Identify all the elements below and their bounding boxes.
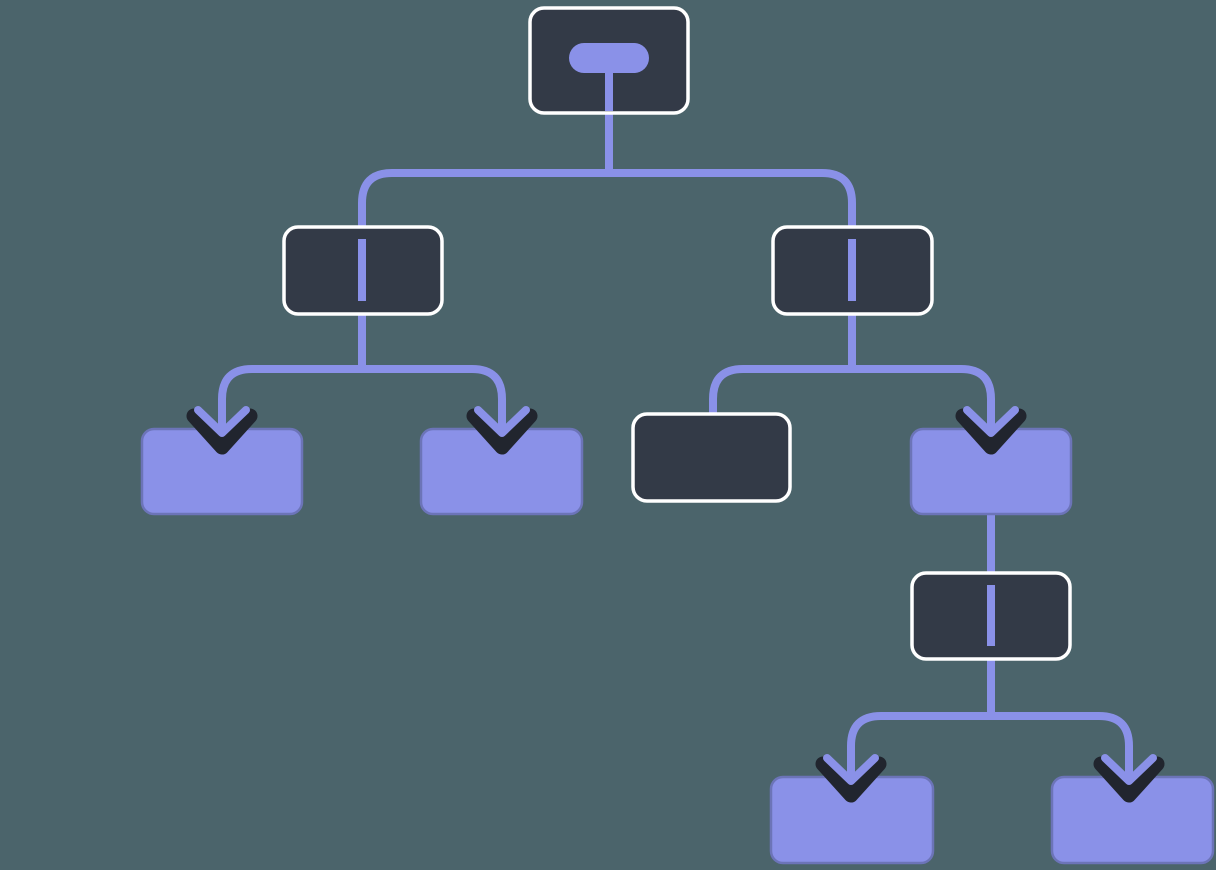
chevron-icons	[186, 408, 1165, 803]
arrow-down-icon	[823, 746, 879, 785]
chevron-down-icon	[1093, 756, 1165, 803]
chevron-down-icon	[815, 756, 887, 803]
arrowhead-icons	[194, 398, 1157, 785]
connector-left-subtree-branch	[218, 365, 506, 424]
node-icons	[358, 43, 995, 646]
connector-bottom-subtree-branch	[847, 712, 1133, 772]
nodes	[140, 6, 1215, 865]
connectors	[218, 110, 1133, 772]
arrow-down-icon	[474, 398, 530, 437]
connector-top-branch	[358, 169, 856, 232]
node-leaf-right-dark[interactable]	[631, 412, 792, 503]
chevron-down-icon	[955, 408, 1027, 455]
chevron-down-icon	[466, 408, 538, 455]
connector-right-subtree-branch	[709, 365, 995, 424]
arrow-down-icon	[1101, 746, 1157, 785]
arrow-down-icon	[194, 398, 250, 437]
subtree-pill-icon	[569, 43, 649, 73]
arrow-down-icon	[963, 398, 1019, 437]
chevron-down-icon	[186, 408, 258, 455]
